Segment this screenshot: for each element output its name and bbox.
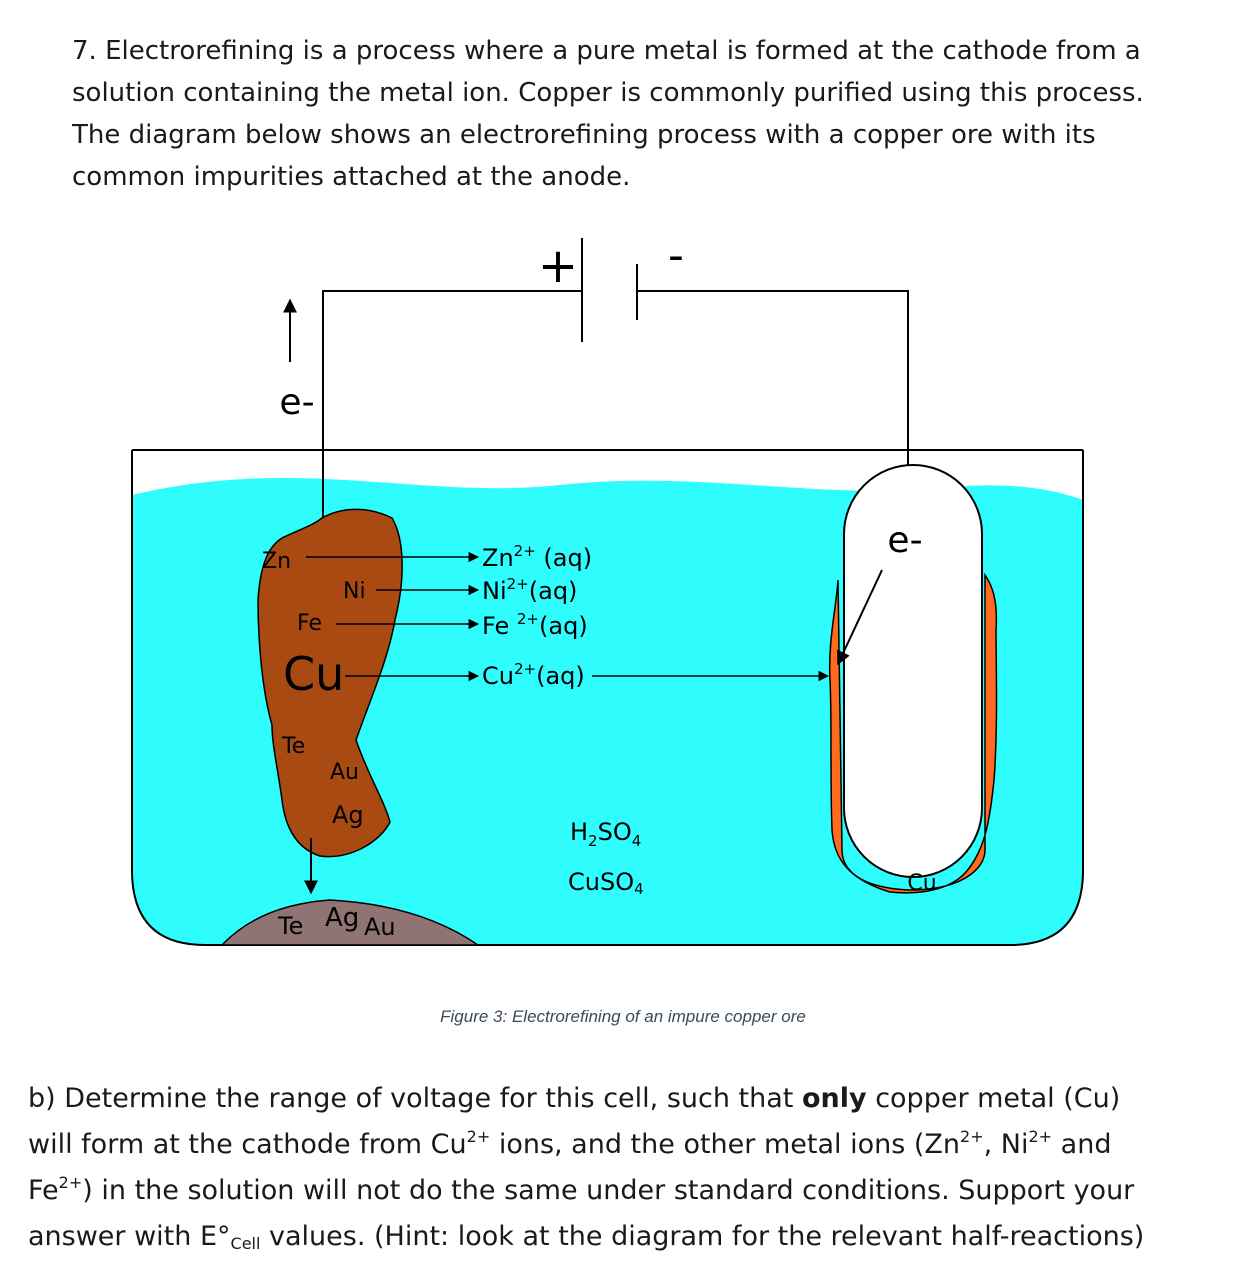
anode-label-ag: Ag: [332, 801, 364, 829]
anode-label-ni: Ni: [343, 579, 366, 604]
cathode-label-cu: Cu: [907, 871, 936, 896]
electron-arrow-cathode: [837, 569, 883, 666]
sludge-label-au: Au: [364, 913, 396, 941]
circuit-wire-right: [637, 290, 909, 465]
circuit-wire-left: [322, 290, 582, 520]
part-b-line-3: Fe2+) in the solution will not do the sa…: [28, 1173, 1135, 1207]
ion-zn: Zn2+ (aq): [482, 542, 592, 572]
anode-sludge: [220, 899, 481, 946]
part-b-line-2: will form at the cathode from Cu2+ ions,…: [28, 1127, 1112, 1161]
question-text: 7. Electrorefining is a process where a …: [72, 30, 1192, 198]
electrorefining-diagram: + - e- Zn Ni Fe Cu Te Au Ag Zn2+ (aq) Ni…: [131, 230, 1084, 946]
question-line-1: 7. Electrorefining is a process where a …: [72, 36, 1141, 66]
cathode-copper-deposit: [828, 572, 998, 894]
solution-label-h2so4: H2SO4: [570, 818, 641, 850]
sludge-label-te: Te: [277, 912, 303, 940]
electron-label-right: e-: [887, 520, 922, 561]
part-b-line-4: answer with E°Cell values. (Hint: look a…: [28, 1221, 1145, 1253]
part-b-line-1: b) Determine the range of voltage for th…: [28, 1083, 1121, 1114]
anode-impure-copper: [257, 508, 403, 858]
anode-label-te: Te: [281, 734, 305, 759]
question-line-4: common impurities attached at the anode.: [72, 162, 631, 192]
ion-ni: Ni2+(aq): [482, 575, 577, 605]
part-b-question: b) Determine the range of voltage for th…: [28, 1076, 1228, 1260]
anode-label-fe: Fe: [297, 611, 322, 636]
ion-fe: Fe 2+(aq): [482, 610, 588, 640]
beaker: [131, 450, 1084, 946]
anode-label-zn: Zn: [262, 549, 291, 574]
solution-label-cuso4: CuSO4: [568, 868, 644, 898]
ion-cu: Cu2+(aq): [482, 660, 585, 690]
figure-caption: Figure 3: Electrorefining of an impure c…: [440, 1007, 806, 1026]
battery-positive-label: +: [538, 238, 578, 294]
electron-label-left: e-: [279, 382, 314, 423]
battery-negative-label: -: [668, 230, 684, 281]
anode-label-cu: Cu: [283, 647, 344, 701]
question-line-3: The diagram below shows an electrorefini…: [72, 120, 1096, 150]
question-line-2: solution containing the metal ion. Coppe…: [72, 78, 1144, 108]
anode-label-au: Au: [330, 760, 359, 785]
cathode-electrode: [843, 464, 983, 878]
sludge-label-ag: Ag: [325, 903, 359, 933]
